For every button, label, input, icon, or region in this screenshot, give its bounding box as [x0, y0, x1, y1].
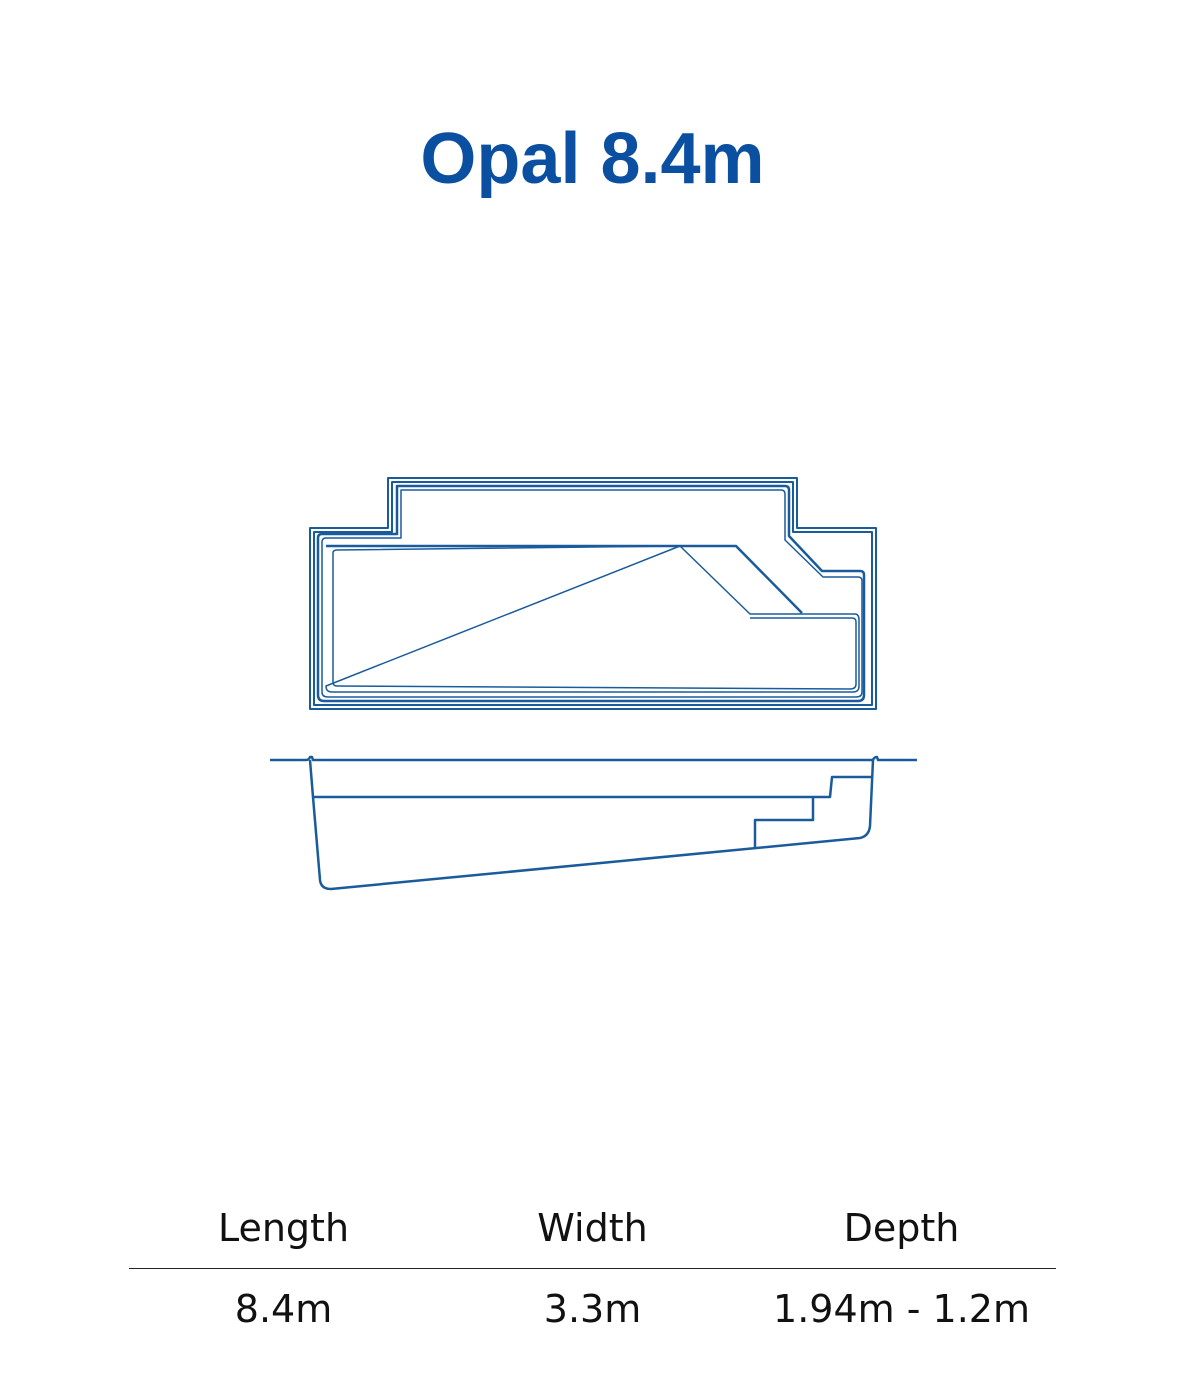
header-width: Width	[537, 1206, 648, 1250]
pool-diagram	[270, 477, 917, 891]
header-depth: Depth	[843, 1206, 960, 1250]
pool-plan-view	[309, 477, 877, 710]
specs-header-row: Length Width Depth	[129, 1200, 1056, 1269]
header-length: Length	[217, 1206, 350, 1250]
specs-table: Length Width Depth 8.4m 3.3m 1.94m - 1.2…	[129, 1200, 1056, 1349]
value-width: 3.3m	[543, 1287, 642, 1331]
value-length: 8.4m	[234, 1287, 333, 1331]
pool-section-view	[270, 755, 917, 891]
specs-value-row: 8.4m 3.3m 1.94m - 1.2m	[129, 1269, 1056, 1349]
value-depth: 1.94m - 1.2m	[773, 1287, 1030, 1331]
page-title: Opal 8.4m	[420, 119, 765, 199]
